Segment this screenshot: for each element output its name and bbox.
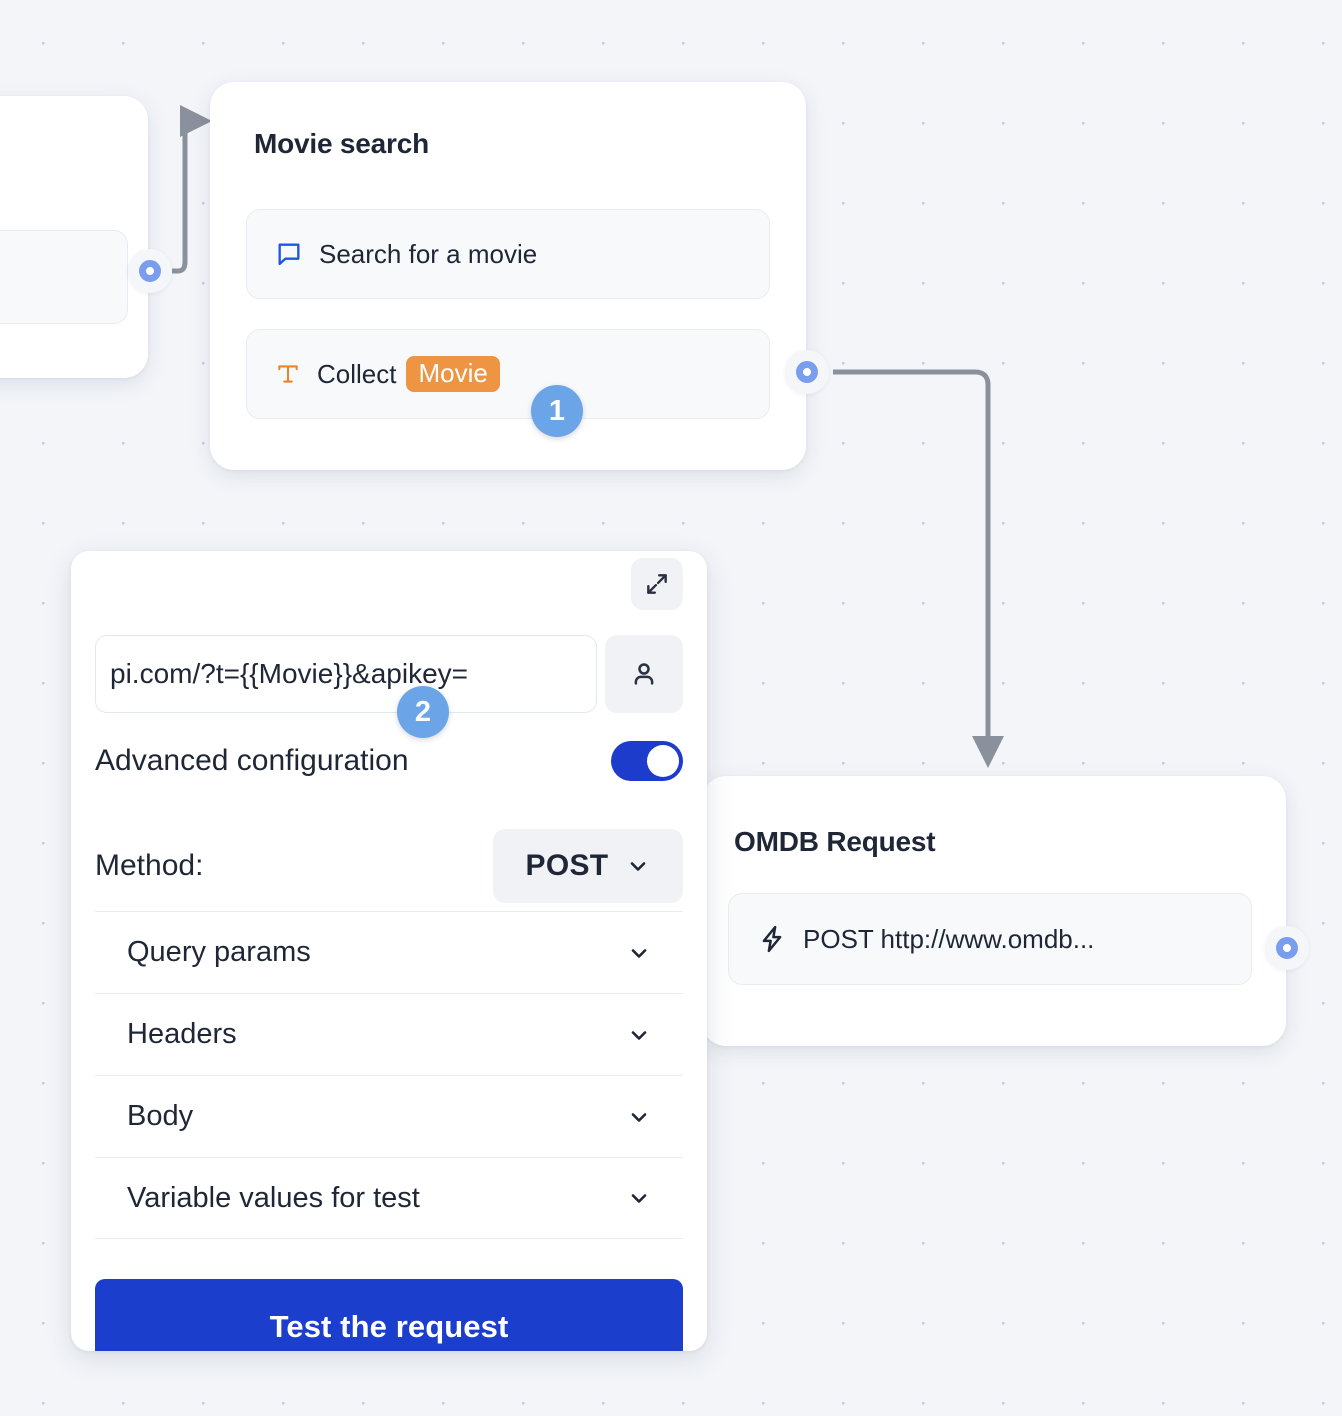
omdb-request-output-port[interactable] (1265, 926, 1309, 970)
collect-label: Collect (317, 358, 397, 389)
accordion-label: Body (127, 1100, 194, 1132)
edge-movie-search-to-omdb (833, 369, 1005, 768)
accordion-item-headers[interactable]: Headers (95, 993, 683, 1075)
edge-partial-to-movie-search (172, 104, 212, 274)
accordion-item-body[interactable]: Body (95, 1075, 683, 1157)
variable-chip-movie[interactable]: Movie (406, 356, 500, 392)
step-badge-1: 1 (531, 385, 583, 437)
node-row-label: Collect Movie (317, 356, 500, 392)
movie-search-output-port[interactable] (785, 350, 829, 394)
node-row-label: Search for a movie (319, 238, 538, 269)
accordion-item-variable-values-for-test[interactable]: Variable values for test (95, 1157, 683, 1239)
method-label: Method: (95, 849, 204, 882)
authentication-button[interactable] (605, 635, 683, 713)
request-url-input[interactable] (95, 635, 597, 713)
method-select[interactable]: POST (493, 829, 683, 903)
node-movie-search-title: Movie search (254, 128, 430, 159)
node-omdb-request[interactable]: OMDB Request POST http://www.omdb... (702, 776, 1286, 1046)
expand-icon (644, 571, 670, 597)
url-row (95, 635, 683, 713)
user-icon (629, 659, 659, 689)
request-config-panel[interactable]: Advanced configuration Method: POST Quer… (71, 551, 707, 1351)
step-badge-2: 2 (397, 686, 449, 738)
node-row-post-request[interactable]: POST http://www.omdb... (728, 893, 1252, 985)
node-row-collect-movie[interactable]: Collect Movie (246, 329, 770, 419)
accordion-label: Variable values for test (127, 1181, 420, 1214)
method-selected-value: POST (525, 849, 609, 882)
node-row-search-for-a-movie[interactable]: Search for a movie (246, 209, 770, 299)
chevron-down-icon (626, 854, 650, 878)
node-row-label: POST http://www.omdb... (803, 923, 1095, 954)
advanced-configuration-label: Advanced configuration (95, 744, 409, 777)
expand-icon-button[interactable] (631, 558, 683, 610)
lightning-bolt-icon (757, 924, 787, 954)
speech-bubble-icon (275, 240, 303, 268)
node-omdb-request-title: OMDB Request (734, 826, 936, 857)
chevron-down-icon (627, 1105, 651, 1129)
partial-node-output-port[interactable] (128, 249, 172, 293)
partial-node-row (0, 230, 128, 324)
chevron-down-icon (627, 941, 651, 965)
accordion-item-query-params[interactable]: Query params (95, 911, 683, 993)
chevron-down-icon (627, 1186, 651, 1210)
chevron-down-icon (627, 1023, 651, 1047)
node-movie-search[interactable]: Movie search Search for a movie (210, 82, 806, 470)
text-t-icon (275, 361, 301, 387)
advanced-configuration-row: Advanced configuration (95, 741, 683, 781)
test-the-request-button[interactable]: Test the request (95, 1279, 683, 1351)
accordion-label: Query params (127, 936, 311, 968)
advanced-configuration-toggle[interactable] (611, 741, 683, 781)
accordion-label: Headers (127, 1018, 237, 1050)
method-row: Method: POST (95, 829, 683, 903)
configuration-accordion: Query params Headers Body (95, 911, 683, 1239)
partial-node-clipped[interactable] (0, 96, 148, 378)
